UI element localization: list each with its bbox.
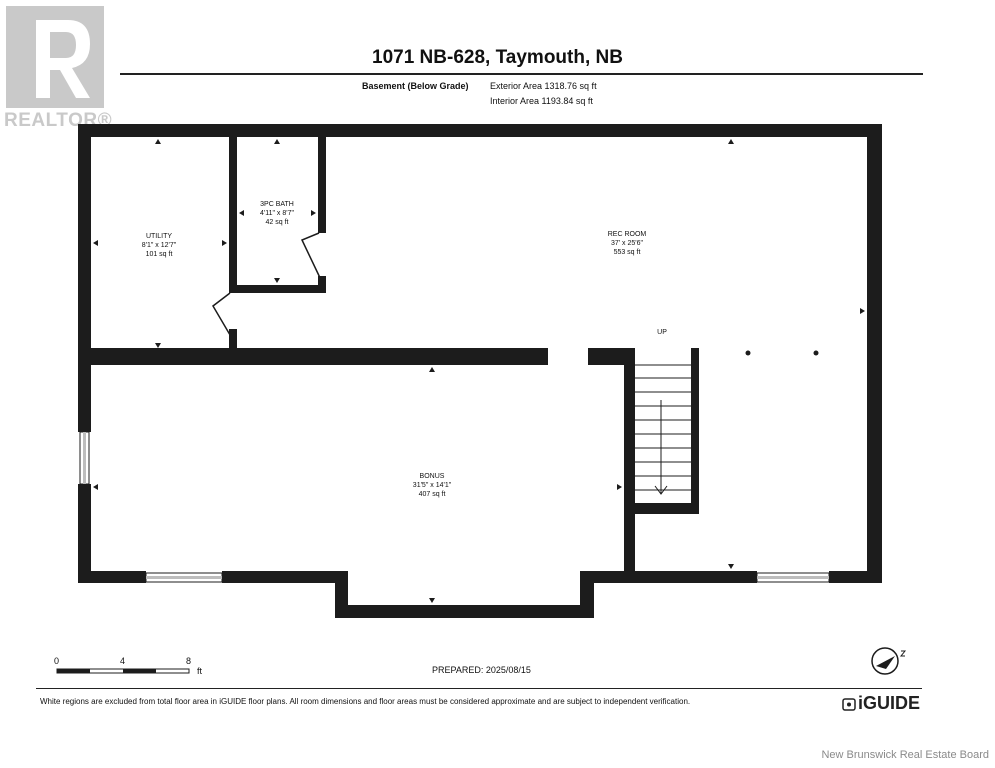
room-bonus-dims: 31'5" x 14'1" — [412, 482, 452, 489]
room-bath-area: 42 sq ft — [265, 219, 289, 226]
room-bonus-name: BONUS — [419, 473, 445, 480]
stair-treads — [635, 364, 691, 495]
room-rec: REC ROOM 37' x 25'6" 553 sq ft — [608, 230, 647, 257]
scale-bar — [56, 668, 190, 674]
room-bonus-area: 407 sq ft — [418, 491, 446, 498]
compass-icon — [871, 647, 907, 675]
stairs-up-label: UP — [657, 329, 667, 336]
room-utility-dims: 8'1" x 12'7" — [141, 242, 177, 249]
footer-divider — [36, 688, 922, 689]
board-watermark: New Brunswick Real Estate Board — [821, 749, 989, 761]
level-label: Basement (Below Grade) — [362, 81, 469, 91]
iguide-logo-icon — [842, 698, 856, 711]
room-rec-dims: 37' x 25'6" — [610, 240, 643, 247]
scale-unit: ft — [197, 666, 203, 676]
page-title: 1071 NB-628, Taymouth, NB — [372, 47, 623, 68]
iguide-brand: iGUIDE — [858, 693, 921, 713]
room-bath: 3PC BATH 4'11" x 8'7" 42 sq ft — [260, 200, 294, 227]
room-bath-name: 3PC BATH — [260, 201, 294, 208]
room-rec-area: 553 sq ft — [613, 249, 641, 256]
room-utility-name: UTILITY — [145, 233, 173, 240]
room-bath-dims: 4'11" x 8'7" — [260, 210, 294, 217]
room-rec-name: REC ROOM — [607, 231, 647, 238]
realtor-r-icon — [36, 20, 90, 98]
room-utility: UTILITY 8'1" x 12'7" 101 sq ft — [142, 232, 177, 259]
footer-disclaimer: White regions are excluded from total fl… — [40, 697, 691, 706]
interior-area: Interior Area 1193.84 sq ft — [490, 96, 593, 106]
windows — [79, 431, 830, 583]
room-bonus: BONUS 31'5" x 14'1" 407 sq ft — [413, 472, 451, 499]
prepared-date: PREPARED: 2025/08/15 — [432, 665, 531, 675]
doors — [212, 232, 323, 341]
room-utility-area: 101 sq ft — [145, 251, 173, 258]
scale-tick-0: 0 — [54, 656, 60, 666]
title-divider — [120, 73, 923, 75]
realtor-logo: REALTOR® — [0, 0, 116, 136]
scale-tick-8: 8 — [186, 656, 192, 666]
scale-tick-4: 4 — [120, 656, 126, 666]
exterior-area: Exterior Area 1318.76 sq ft — [490, 81, 597, 91]
walls — [78, 124, 882, 618]
dimension-markers — [93, 139, 865, 603]
